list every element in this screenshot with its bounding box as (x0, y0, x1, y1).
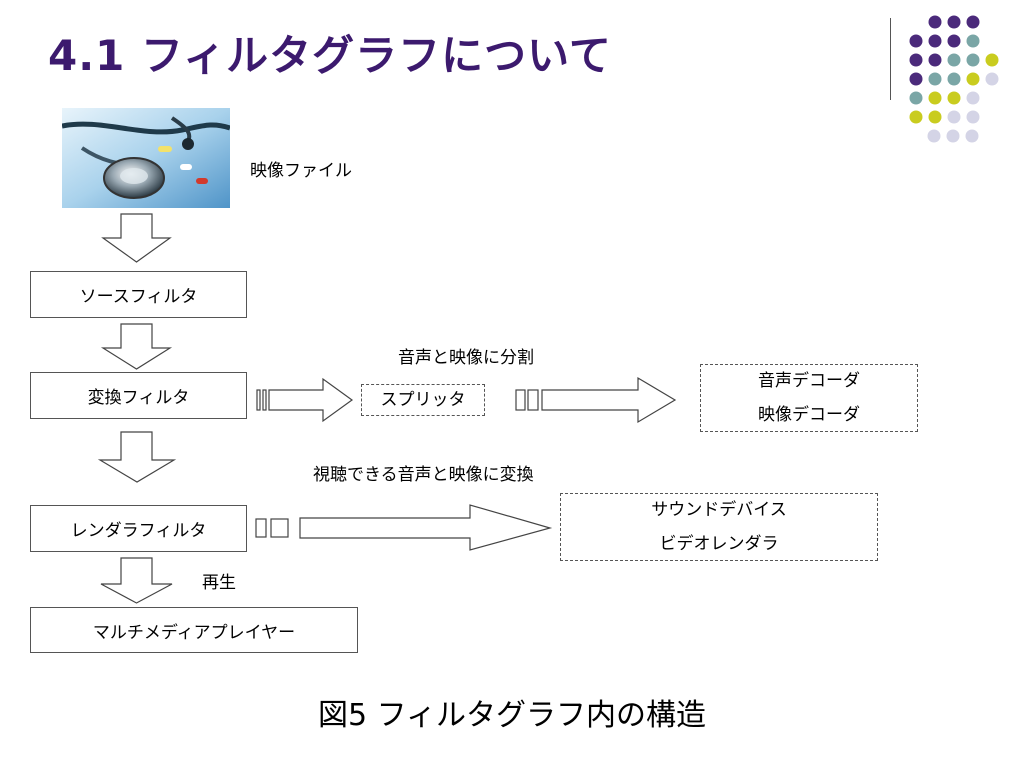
decorative-dot (928, 72, 942, 86)
down-arrow-icon (100, 557, 173, 604)
decorative-dot (966, 72, 980, 86)
decorative-dot (966, 110, 980, 124)
source-filter-box: ソースフィルタ (30, 271, 247, 318)
decorative-dot (947, 72, 961, 86)
render-filter-box: レンダラフィルタ (30, 505, 247, 552)
splitter-box: スプリッタ (361, 384, 485, 416)
decorative-dot (985, 53, 999, 67)
right-arrow-icon (541, 376, 677, 424)
decorative-dot (928, 34, 942, 48)
flow-tick-icon (270, 518, 289, 538)
flow-tick-icon (527, 389, 539, 411)
decorative-dot (947, 91, 961, 105)
transform-filter-box: 変換フィルタ (30, 372, 247, 419)
slide-title: 4.1 フィルタグラフについて (48, 31, 612, 80)
video-renderer-label: ビデオレンダラ (659, 534, 779, 554)
splitter-label: スプリッタ (380, 390, 466, 410)
title-divider (890, 18, 891, 100)
decorative-dot (966, 91, 980, 105)
decorative-dot (985, 72, 999, 86)
down-arrow-icon (97, 431, 177, 483)
player-box: マルチメディアプレイヤー (30, 607, 358, 653)
decorative-dot (966, 15, 980, 29)
sound-device-label: サウンドデバイス (651, 500, 787, 520)
decorative-dot (927, 129, 941, 143)
flow-tick-icon (256, 389, 261, 411)
decorative-dot (946, 129, 960, 143)
convert-note: 視聴できる音声と映像に変換 (313, 465, 534, 485)
split-note: 音声と映像に分割 (398, 348, 534, 368)
decorative-dot (928, 53, 942, 67)
video-decoder-label: 映像デコーダ (758, 405, 860, 425)
decorative-dot (909, 53, 923, 67)
right-arrow-icon (299, 504, 553, 551)
flow-tick-icon (262, 389, 267, 411)
decorative-dot (965, 129, 979, 143)
decorative-dot (947, 110, 961, 124)
audio-decoder-label: 音声デコーダ (758, 371, 860, 391)
down-arrow-icon (100, 323, 173, 370)
stethoscope-image (62, 108, 230, 208)
decorative-dot (966, 34, 980, 48)
decorative-dot (947, 53, 961, 67)
decorative-dot (928, 91, 942, 105)
decorative-dot (947, 15, 961, 29)
decorative-dot (966, 53, 980, 67)
down-arrow-icon (101, 213, 172, 263)
flow-tick-icon (255, 518, 267, 538)
decorative-dot (947, 34, 961, 48)
video-file-label: 映像ファイル (250, 161, 352, 181)
decorative-dot (909, 91, 923, 105)
decorative-dot (909, 110, 923, 124)
flow-tick-icon (515, 389, 526, 411)
devices-box: サウンドデバイス ビデオレンダラ (560, 493, 878, 561)
decorative-dot (928, 15, 942, 29)
decorative-dot (909, 72, 923, 86)
decorative-dot (928, 110, 942, 124)
decoders-box: 音声デコーダ 映像デコーダ (700, 364, 918, 432)
figure-caption: 図5 フィルタグラフ内の構造 (317, 698, 707, 733)
decorative-dot (909, 34, 923, 48)
playback-note: 再生 (202, 573, 236, 593)
right-arrow-icon (268, 377, 354, 423)
decorative-dot-grid (909, 15, 999, 143)
